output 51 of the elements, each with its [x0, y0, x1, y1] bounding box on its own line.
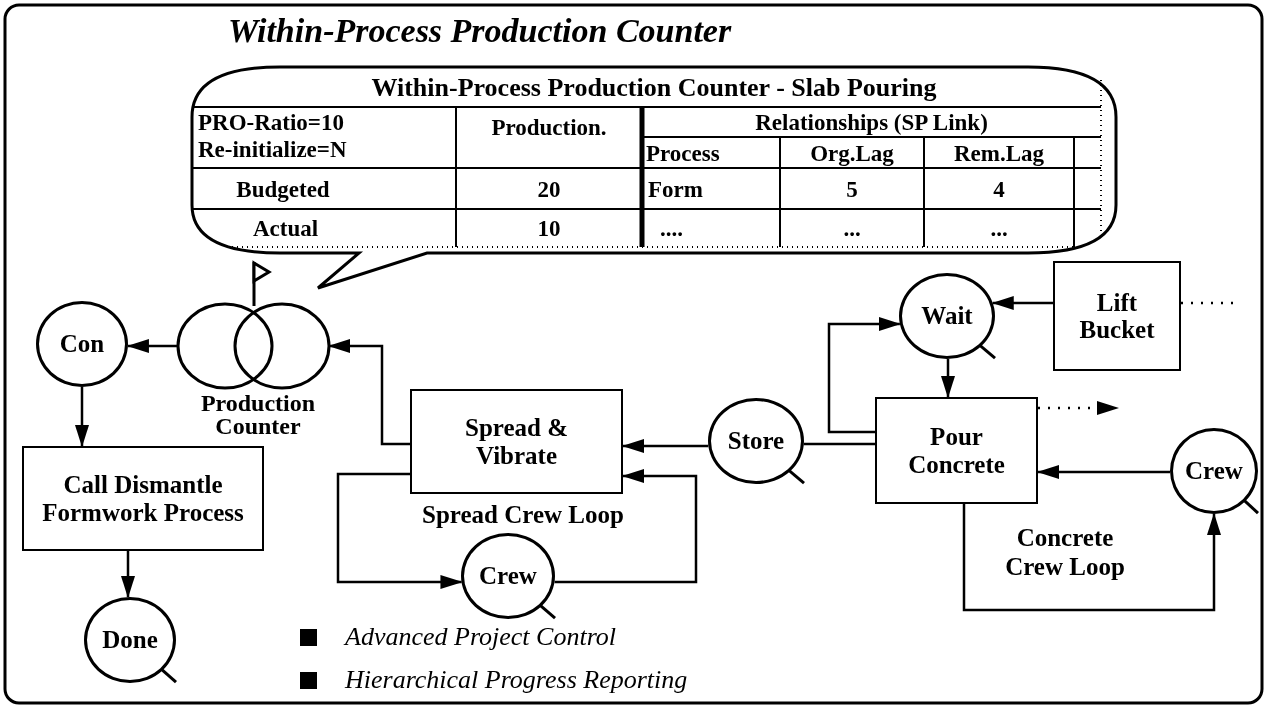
connector-line [803, 442, 875, 446]
node-label: Lift Bucket [1078, 288, 1156, 344]
table-value: 10 [536, 214, 562, 243]
node-label: Store [727, 427, 785, 455]
table-header: PRO-Ratio=10 [198, 109, 345, 135]
process-box [22, 446, 264, 551]
node-label: Pour Concrete [907, 423, 1006, 478]
arrow [1037, 465, 1170, 479]
arrow [121, 551, 135, 599]
process-box [875, 397, 1038, 504]
arrow [962, 504, 1221, 612]
table-value: ... [989, 214, 1009, 243]
table-value: Form [648, 175, 704, 204]
loop-label: Spread Crew Loop [421, 499, 625, 529]
node-label: Done [102, 626, 158, 654]
diagram-title: Within-Process Production Counter [228, 12, 732, 50]
table-header: Production. [490, 113, 608, 142]
arrow [622, 439, 709, 453]
table-header: Process [646, 139, 721, 168]
table-value: Budgeted [235, 175, 331, 204]
arrow [336, 472, 463, 589]
bullet-text: Hierarchical Progress Reporting [345, 664, 689, 696]
node-label: Crew [479, 562, 537, 590]
node-label: Wait [921, 302, 973, 330]
arrow [941, 359, 955, 398]
table-value: Actual [251, 214, 320, 243]
process-box [410, 389, 623, 494]
table-header: Re-initialize=N [198, 135, 348, 163]
table-header: Org.Lag [809, 139, 895, 168]
table-value: ... [842, 214, 862, 243]
callout-heading: Within-Process Production Counter - Slab Pouring [370, 74, 938, 103]
node-label: Con [59, 330, 105, 358]
node-label: Spread & Vibrate [464, 414, 569, 469]
bullet-text: Advanced Project Control [345, 621, 617, 653]
table-value: 5 [845, 175, 859, 204]
loop-label: Concrete Crew Loop [1004, 523, 1126, 582]
node-label: Crew [1185, 457, 1243, 485]
table-header: Relationships (SP Link) [754, 109, 989, 137]
arrow [991, 296, 1053, 310]
table-value: 20 [536, 175, 562, 204]
node-label: Production Counter [199, 392, 317, 438]
arrow [827, 317, 901, 434]
table-value: 4 [992, 175, 1006, 204]
table-header: Rem.Lag [952, 139, 1046, 168]
table-value: .... [660, 214, 684, 243]
arrow [126, 339, 178, 353]
arrow [328, 339, 410, 446]
arrow [554, 469, 698, 584]
node-label: Call Dismantle Formwork Process [41, 471, 245, 526]
process-box [1053, 261, 1181, 371]
arrow [75, 387, 89, 447]
